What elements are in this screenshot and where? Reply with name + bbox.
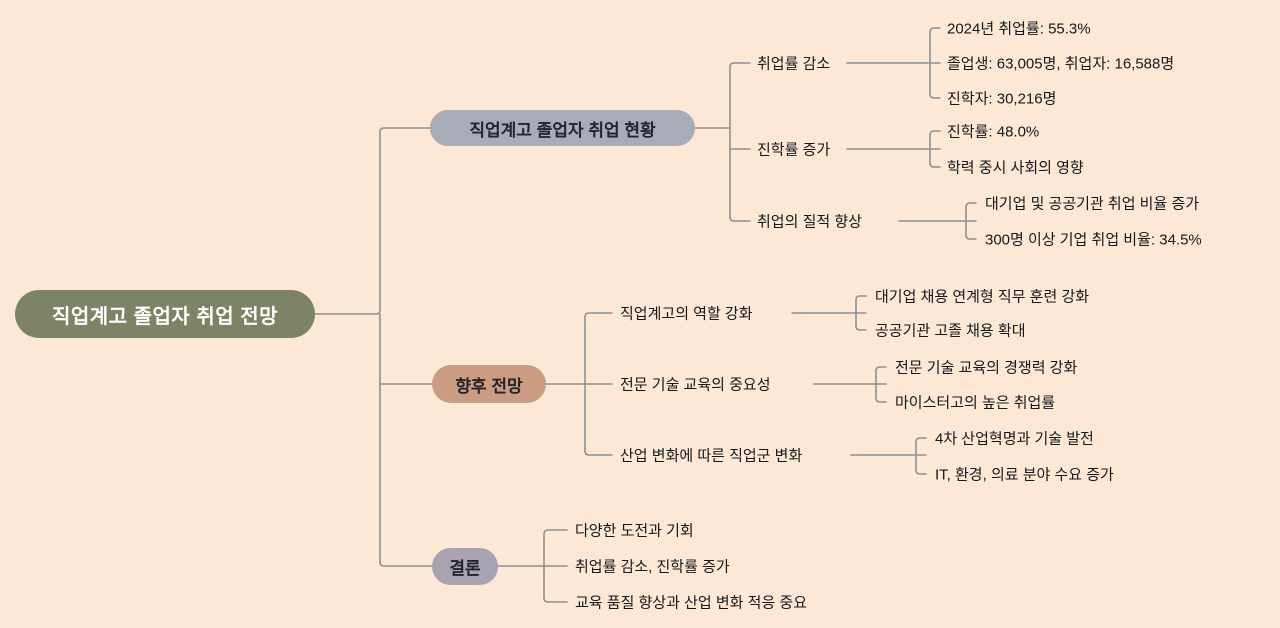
leaf-node: 진학자: 30,216명 xyxy=(947,90,1057,108)
topic-node: 산업 변화에 따른 직업군 변화 xyxy=(620,447,803,465)
branch-node-conclusion: 결론 xyxy=(432,548,498,585)
leaf-node: 4차 산업혁명과 기술 발전 xyxy=(935,430,1094,448)
connector xyxy=(314,127,431,315)
leaf-node: 전문 기술 교육의 경쟁력 강화 xyxy=(895,359,1078,377)
leaf-node: 대기업 채용 연계형 직무 훈련 강화 xyxy=(875,288,1090,306)
leaf-node: 진학률: 48.0% xyxy=(947,123,1040,141)
leaf-node: 취업률 감소, 진학률 증가 xyxy=(575,558,730,576)
branch-node-future-outlook: 향후 전망 xyxy=(432,365,546,403)
root-node: 직업계고 졸업자 취업 전망 xyxy=(15,290,315,338)
connector xyxy=(855,295,867,331)
connector xyxy=(965,202,977,240)
leaf-node: IT, 환경, 의료 분야 수요 증가 xyxy=(935,466,1114,484)
leaf-node: 대기업 및 공공기관 취업 비율 증가 xyxy=(985,195,1200,213)
topic-node: 직업계고의 역할 강화 xyxy=(620,305,753,323)
connector xyxy=(875,366,887,403)
connector xyxy=(929,130,941,168)
leaf-node: 교육 품질 향상과 산업 변화 적응 중요 xyxy=(575,594,808,612)
connector xyxy=(543,529,568,603)
topic-node: 전문 기술 교육의 중요성 xyxy=(620,376,771,394)
leaf-node: 졸업생: 63,005명, 취업자: 16,588명 xyxy=(947,55,1175,73)
connector xyxy=(929,27,941,99)
branch-node-employment-status: 직업계고 졸업자 취업 현황 xyxy=(430,110,695,146)
leaf-node: 학력 중시 사회의 영향 xyxy=(947,159,1084,177)
leaf-node: 300명 이상 기업 취업 비율: 34.5% xyxy=(985,231,1202,249)
topic-node: 진학률 증가 xyxy=(757,141,831,159)
topic-node: 취업의 질적 향상 xyxy=(757,213,862,231)
leaf-node: 마이스터고의 높은 취업률 xyxy=(895,394,1056,412)
connector xyxy=(584,312,613,456)
connector xyxy=(915,437,927,475)
connector xyxy=(729,62,751,222)
connector xyxy=(379,313,433,567)
leaf-node: 공공기관 고졸 채용 확대 xyxy=(875,322,1026,340)
leaf-node: 2024년 취업률: 55.3% xyxy=(947,20,1091,38)
topic-node: 취업률 감소 xyxy=(757,55,831,73)
leaf-node: 다양한 도전과 기회 xyxy=(575,522,694,540)
